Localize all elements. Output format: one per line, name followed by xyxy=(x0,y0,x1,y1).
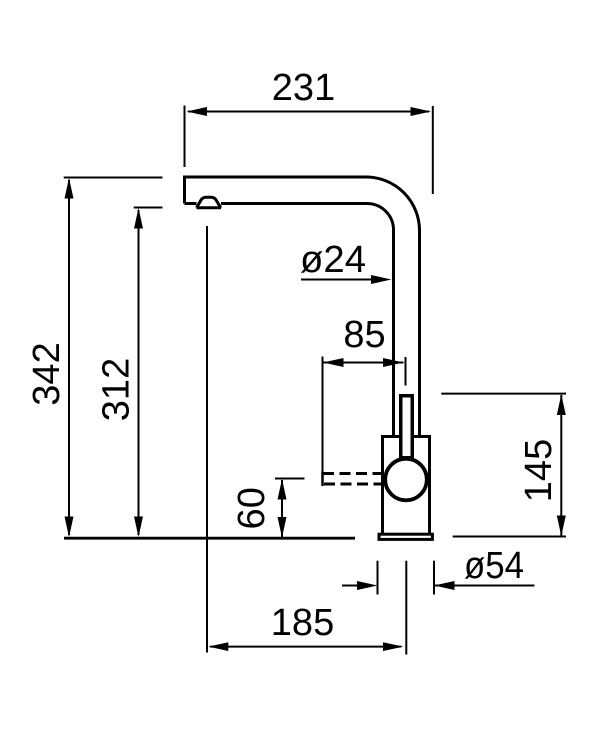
svg-text:185: 185 xyxy=(271,602,334,644)
svg-text:ø54: ø54 xyxy=(464,545,524,587)
svg-text:60: 60 xyxy=(231,487,273,529)
svg-text:312: 312 xyxy=(96,358,138,421)
svg-text:145: 145 xyxy=(518,439,560,502)
svg-text:ø24: ø24 xyxy=(300,239,366,281)
svg-text:85: 85 xyxy=(343,314,385,356)
svg-text:231: 231 xyxy=(272,67,335,109)
svg-text:342: 342 xyxy=(26,342,68,405)
